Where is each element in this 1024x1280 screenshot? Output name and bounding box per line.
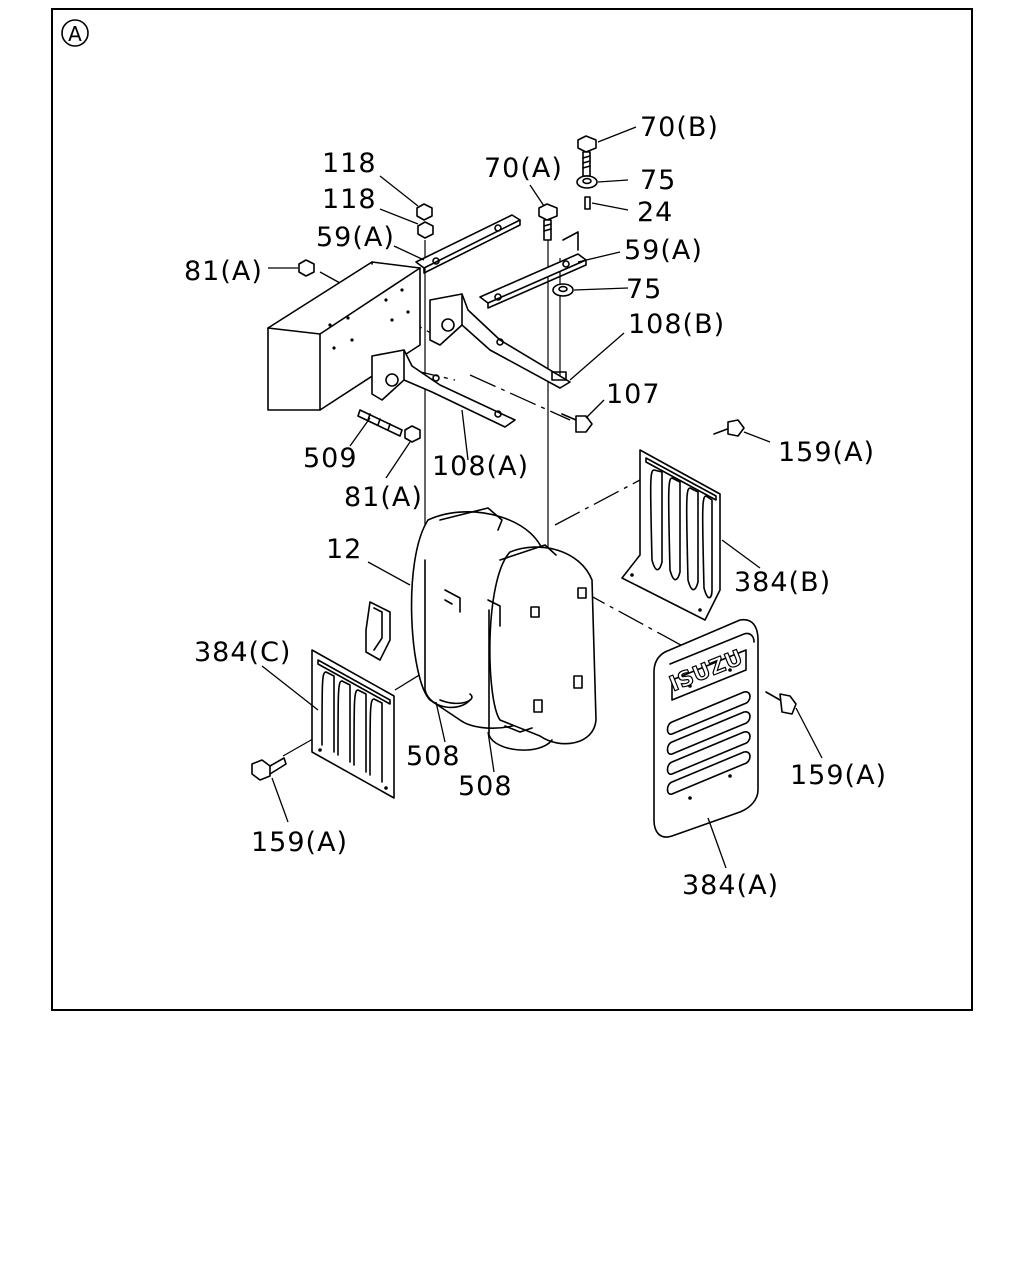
strap-59a-left: [415, 214, 521, 274]
label-118-bot: 118: [322, 184, 377, 215]
label-24: 24: [637, 197, 673, 228]
bracket-108b: [429, 293, 571, 389]
label-81a-top: 81(A): [184, 256, 263, 287]
label-108b: 108(B): [628, 309, 725, 340]
label-118-top: 118: [322, 148, 377, 179]
washer-75-bot: [552, 283, 574, 297]
label-159a-top: 159(A): [778, 437, 875, 468]
bolt-70b: [577, 135, 597, 177]
chassis-frame-beam: [267, 261, 421, 411]
nut-81a-top: [298, 259, 315, 277]
label-384a: 384(A): [682, 870, 779, 901]
label-81a-bot: 81(A): [344, 482, 423, 513]
air-cleaner-12: [365, 507, 597, 745]
label-159a-right: 159(A): [790, 760, 887, 791]
pin-24: [584, 196, 591, 210]
label-59a-right: 59(A): [624, 235, 703, 266]
bolt-70a: [538, 203, 558, 241]
view-marker: A: [61, 19, 89, 47]
nut-118-top: [416, 203, 433, 221]
cover-384c: [311, 649, 395, 799]
callout-labels: 70(B) 70(A) 118 118 75 24 59(A) 59(A) 81…: [184, 112, 887, 901]
nut-81a-bot: [404, 425, 421, 443]
washer-75-top: [576, 175, 598, 189]
bolt-159a-left: [251, 757, 287, 781]
leader-lines: [261, 126, 823, 869]
label-75-bot: 75: [626, 274, 662, 305]
label-75-top: 75: [640, 165, 676, 196]
band-508-b: [488, 609, 553, 751]
strap-59a-right: [479, 231, 587, 309]
nut-118-bot: [417, 221, 434, 239]
stud-509: [357, 409, 403, 437]
label-108a: 108(A): [432, 451, 529, 482]
label-508-b: 508: [458, 771, 513, 802]
cover-384b: [621, 449, 721, 621]
cover-384a: ISUZU: [653, 618, 759, 838]
band-508-a: [424, 559, 471, 709]
diagram-frame: [51, 8, 973, 1011]
label-159a-left: 159(A): [251, 827, 348, 858]
label-107: 107: [606, 379, 661, 410]
label-384c: 384(C): [194, 637, 291, 668]
label-70b: 70(B): [640, 112, 719, 143]
bolt-107: [561, 413, 593, 433]
bolt-159a-top: [713, 419, 745, 437]
label-509: 509: [303, 443, 358, 474]
label-59a-left: 59(A): [316, 222, 395, 253]
bolt-159a-right: [765, 691, 797, 715]
label-12: 12: [326, 534, 362, 565]
label-70a: 70(A): [484, 153, 563, 184]
bracket-108a: [371, 349, 516, 428]
view-marker-letter: A: [68, 22, 82, 46]
label-384b: 384(B): [734, 567, 831, 598]
label-508-a: 508: [406, 741, 461, 772]
